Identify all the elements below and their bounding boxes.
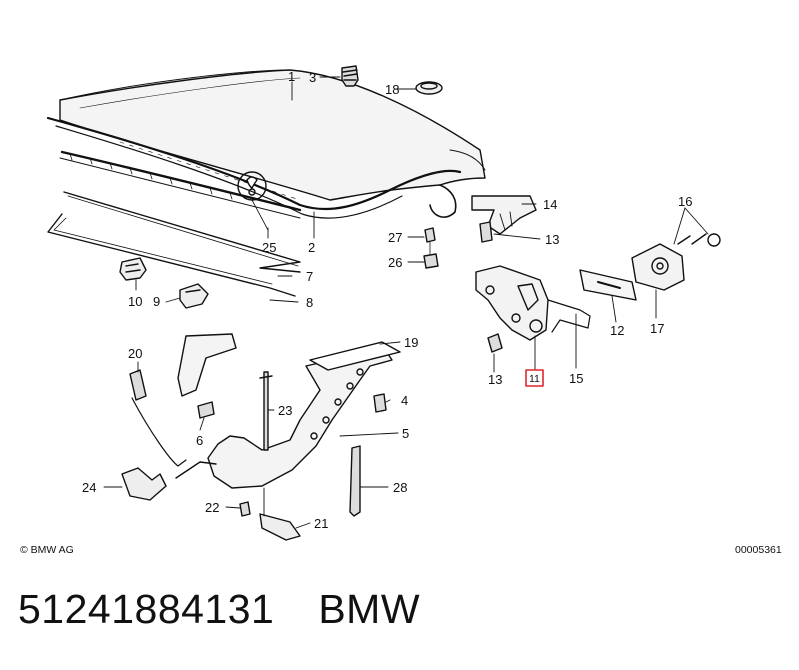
callout-3: 3 bbox=[309, 70, 316, 85]
drawing-number: 00005361 bbox=[735, 544, 782, 556]
callout-10: 10 bbox=[128, 294, 142, 309]
bracket-14-drawing bbox=[471, 195, 537, 243]
callout-28: 28 bbox=[393, 480, 407, 495]
leader-lines bbox=[103, 76, 709, 529]
trunk-lid-drawing bbox=[46, 69, 486, 219]
callout-22: 22 bbox=[205, 500, 219, 515]
hinge-assembly-drawing bbox=[121, 333, 401, 541]
part-number-line: 51241884131 BMW bbox=[18, 586, 464, 633]
callout-26: 26 bbox=[388, 255, 402, 270]
seal-strip-drawing bbox=[59, 150, 302, 219]
part-number: 51241884131 bbox=[18, 586, 275, 632]
clip-detail-drawing bbox=[237, 171, 269, 231]
callout-21: 21 bbox=[314, 516, 328, 531]
callout-13b: 13 bbox=[488, 372, 502, 387]
callout-2: 2 bbox=[308, 240, 315, 255]
callout-1: 1 bbox=[288, 69, 295, 84]
bolts-27-26-drawing bbox=[423, 227, 439, 269]
rods-drawing bbox=[47, 191, 301, 297]
callout-24: 24 bbox=[82, 480, 96, 495]
copyright-text: © BMW AG bbox=[20, 544, 74, 556]
callout-7: 7 bbox=[306, 269, 313, 284]
callout-4: 4 bbox=[401, 393, 408, 408]
callout-9: 9 bbox=[153, 294, 160, 309]
callout-23: 23 bbox=[278, 403, 292, 418]
callout-16: 16 bbox=[678, 194, 692, 209]
callout-14: 14 bbox=[543, 197, 557, 212]
callout-19: 19 bbox=[404, 335, 418, 350]
callout-25: 25 bbox=[262, 240, 276, 255]
callout-5: 5 bbox=[402, 426, 409, 441]
callout-6: 6 bbox=[196, 433, 203, 448]
callout-27: 27 bbox=[388, 230, 402, 245]
highlight-box bbox=[525, 369, 544, 387]
callout-20: 20 bbox=[128, 346, 142, 361]
callout-13a: 13 bbox=[545, 232, 559, 247]
brand-name: BMW bbox=[318, 586, 421, 632]
callout-15: 15 bbox=[569, 371, 583, 386]
callout-18: 18 bbox=[385, 82, 399, 97]
callout-8: 8 bbox=[306, 295, 313, 310]
callout-labels: 1 3 18 2 25 27 26 7 8 9 10 14 13 16 17 1… bbox=[82, 69, 692, 531]
lock-11-drawing bbox=[475, 265, 637, 353]
clips-drawing bbox=[119, 257, 209, 309]
buffer-and-plug-drawing bbox=[341, 65, 443, 95]
callout-11: 11 bbox=[529, 373, 540, 385]
callout-17: 17 bbox=[650, 321, 664, 336]
lock-cylinder-drawing bbox=[631, 233, 721, 291]
callout-12: 12 bbox=[610, 323, 624, 338]
